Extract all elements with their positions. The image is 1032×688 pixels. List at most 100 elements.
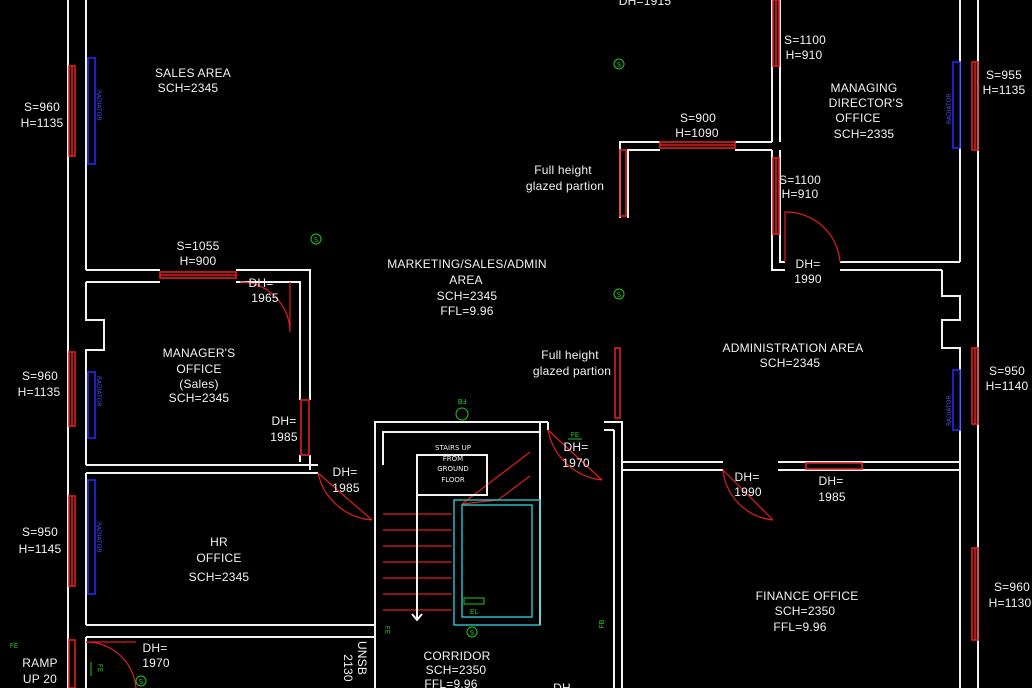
note-top-cut: DH=1915 — [619, 0, 672, 8]
svg-text:H=1145: H=1145 — [19, 542, 62, 556]
note-stairs: GROUND — [437, 465, 469, 473]
room-sch-hr: SCH=2345 — [189, 570, 250, 584]
window-md-top — [772, 0, 780, 67]
radiator-label: RADIATOR — [95, 90, 102, 121]
svg-text:S=960: S=960 — [24, 100, 60, 114]
svg-text:S=950: S=950 — [989, 364, 1025, 378]
svg-text:S=1055: S=1055 — [177, 239, 220, 253]
svg-text:FB: FB — [457, 397, 466, 405]
svg-text:H=1135: H=1135 — [18, 385, 61, 399]
room-name-manager: MANAGER'S — [163, 346, 236, 360]
room-sch-marketing: SCH=2345 — [437, 289, 498, 303]
svg-text:FB: FB — [598, 619, 606, 628]
svg-text:H=910: H=910 — [782, 187, 819, 201]
smoke-detector-icon — [613, 288, 625, 300]
emergency-light-icon — [463, 597, 485, 605]
room-name-manager: (Sales) — [179, 377, 218, 391]
room-sch-corridor: SCH=2350 — [426, 663, 487, 677]
window-right-top — [971, 61, 979, 151]
svg-text:DH=: DH= — [735, 470, 760, 484]
radiator-label: RADIATOR — [946, 93, 953, 124]
radiator-left-mid — [87, 371, 96, 439]
room-name-managing: DIRECTOR'S — [829, 96, 904, 110]
svg-text:S=955: S=955 — [986, 68, 1022, 82]
room-sch-sales: SCH=2345 — [158, 81, 219, 95]
svg-text:S: S — [314, 236, 319, 244]
doors — [85, 211, 841, 688]
note-stairs: FROM — [443, 455, 463, 463]
svg-text:S: S — [139, 678, 144, 686]
fire-extinguisher-icon: FE — [10, 642, 18, 650]
svg-text:S=960: S=960 — [22, 369, 58, 383]
svg-text:1985: 1985 — [270, 430, 298, 444]
window-md-mid — [772, 157, 780, 235]
room-sch-finance: SCH=2350 — [775, 604, 836, 618]
smoke-detector-icon — [613, 58, 625, 70]
smoke-detector-icon — [466, 626, 478, 638]
smoke-detector-icon — [135, 675, 147, 687]
window-glazed-bottom — [614, 347, 621, 419]
svg-text:DH=: DH= — [819, 474, 844, 488]
room-name-managing: OFFICE — [835, 111, 880, 125]
radiators: RADIATOR RADIATOR RADIATOR RADIATOR RADI… — [87, 57, 961, 595]
svg-text:S=960: S=960 — [994, 580, 1030, 594]
door-manager-top — [239, 281, 291, 333]
radiator-left-top — [87, 57, 96, 165]
svg-text:S=950: S=950 — [22, 525, 58, 539]
note-unsb: 2130 — [341, 654, 355, 682]
svg-text:H=1090: H=1090 — [675, 126, 719, 140]
radiator-right-top — [952, 61, 961, 149]
svg-text:1970: 1970 — [562, 456, 590, 470]
door-manager-bottom — [317, 472, 373, 521]
room-name-hr: OFFICE — [196, 551, 241, 565]
note-glazed: Full height — [541, 348, 599, 362]
window-right-bot — [971, 547, 979, 641]
svg-text:FE: FE — [383, 626, 391, 634]
door-finance — [722, 469, 774, 521]
windows — [68, 0, 979, 688]
room-name-corridor: CORRIDOR — [424, 649, 491, 663]
radiator-label: RADIATOR — [946, 395, 953, 426]
svg-text:DH=: DH= — [143, 641, 168, 655]
room-name-hr: HR — [210, 535, 228, 549]
note-stairs: STAIRS UP — [435, 444, 471, 452]
window-manager — [159, 271, 237, 279]
svg-text:H=900: H=900 — [180, 254, 217, 268]
window-ramp — [68, 639, 76, 688]
svg-text:1985: 1985 — [818, 490, 846, 504]
svg-text:DH=: DH= — [272, 414, 297, 428]
walls — [67, 0, 979, 688]
window-admin — [805, 462, 863, 470]
radiator-label: RADIATOR — [95, 376, 102, 407]
room-name-managing: MANAGING — [831, 81, 898, 95]
fire-extinguisher-icon: FE — [571, 431, 579, 439]
room-sch-admin: SCH=2345 — [760, 356, 821, 370]
svg-text:S=1100: S=1100 — [779, 173, 821, 187]
door-ramp — [85, 641, 137, 688]
room-sch-manager: SCH=2345 — [169, 391, 230, 405]
svg-text:DH=: DH= — [564, 440, 589, 454]
svg-text:1965: 1965 — [251, 291, 279, 305]
svg-text:S=1100: S=1100 — [784, 33, 826, 47]
svg-text:S: S — [617, 291, 622, 299]
window-right-mid — [971, 347, 979, 425]
notes: Full height glazed partion Full height g… — [341, 0, 671, 688]
window-left-mid — [68, 351, 76, 427]
note-glazed: glazed partion — [533, 364, 611, 378]
radiator-right-mid — [952, 369, 961, 431]
door-dimensions: DH= 1965 DH= 1985 DH= 1985 DH= 1970 DH= … — [142, 257, 846, 670]
stairs — [383, 451, 541, 626]
room-name-admin: ADMINISTRATION AREA — [723, 341, 864, 355]
note-stairs: FLOOR — [441, 476, 465, 484]
svg-text:S: S — [617, 61, 622, 69]
door-md — [784, 211, 841, 263]
svg-text:1970: 1970 — [142, 656, 170, 670]
room-name-ramp: RAMP — [22, 656, 57, 670]
window-left-bot — [68, 495, 76, 587]
window-glazed-side — [619, 149, 627, 217]
room-name-finance: FINANCE OFFICE — [756, 589, 859, 603]
note-glazed: glazed partion — [526, 179, 604, 193]
smoke-detector-icon — [310, 233, 322, 245]
room-sch-managing: SCH=2335 — [834, 127, 895, 141]
svg-text:S=900: S=900 — [680, 111, 716, 125]
